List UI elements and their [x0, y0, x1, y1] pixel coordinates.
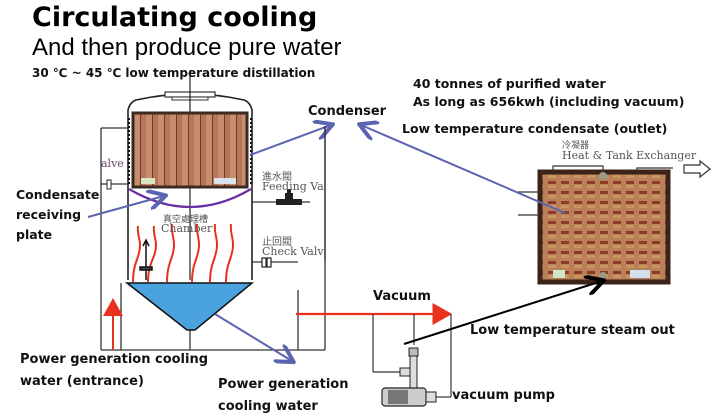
level-indicator — [139, 238, 153, 280]
condensate-plate-line-3: plate — [16, 227, 53, 242]
info-line-2: As long as 656kwh (including vacuum) — [413, 94, 685, 109]
vacuum-pump-icon — [381, 347, 437, 407]
vapour-lines — [132, 223, 235, 283]
vacuum-pump-label: vacuum pump — [452, 388, 555, 403]
page-title: Circulating cooling — [32, 2, 318, 33]
page-subtitle: And then produce pure water — [32, 34, 342, 61]
cooling-entrance-label: Power generation cooling water (entrance… — [20, 349, 208, 393]
check-valve-icon — [261, 257, 272, 268]
steam-out-label: Low temperature steam out — [470, 323, 675, 338]
feeding-valve-en-label: Feeding Va — [262, 180, 324, 193]
cooling-entrance-line-1: Power generation cooling — [20, 352, 209, 367]
chamber-en-label: Chamber — [161, 222, 213, 235]
cooling-entrance-line-2: water (entrance) — [20, 374, 144, 389]
exchanger-cn-label: 冷凝器 — [562, 141, 590, 151]
exchanger-piping — [518, 165, 673, 216]
vacuum-label: Vacuum — [373, 289, 431, 304]
condensate-plate-line-1: Condensate — [16, 187, 100, 202]
heat-exchanger-panel — [537, 169, 671, 285]
tower-condenser-panel — [128, 111, 252, 189]
steam-out-arrow — [403, 281, 602, 345]
info-line-1: 40 tonnes of purified water — [413, 76, 606, 91]
cooling-water-line-2: cooling water — [218, 399, 318, 414]
cooling-water-line-1: Power generation — [218, 377, 349, 392]
feeding-valve-icon — [276, 189, 302, 205]
condenser-label: Condenser — [308, 104, 387, 119]
condensate-plate-label: Condensate receiving plate — [16, 185, 99, 245]
condensate-plate-line-2: receiving — [16, 207, 82, 222]
valve-partial-label: alve — [101, 157, 124, 170]
water-cone — [124, 282, 255, 331]
temp-range-label: 30 ℃ ~ 45 ℃ low temperature distillation — [32, 66, 316, 80]
left-valve-icon — [106, 179, 112, 190]
cooling-water-label: Power generation cooling water — [218, 374, 348, 418]
check-valve-en-label: Check Valv — [262, 245, 324, 258]
exchanger-en-label: Heat & Tank Exchanger — [562, 149, 697, 162]
condensate-outlet-label: Low temperature condensate (outlet) — [402, 121, 668, 136]
check-valve-cn-label: 止回閥 — [262, 237, 292, 248]
pointer-lines — [87, 125, 566, 361]
chamber-cn-label: 真空處理槽 — [163, 215, 209, 225]
condensate-plate-arc — [128, 188, 252, 209]
outlet-arrow-icon — [683, 159, 711, 179]
feeding-valve-cn-label: 進水閥 — [262, 172, 292, 183]
